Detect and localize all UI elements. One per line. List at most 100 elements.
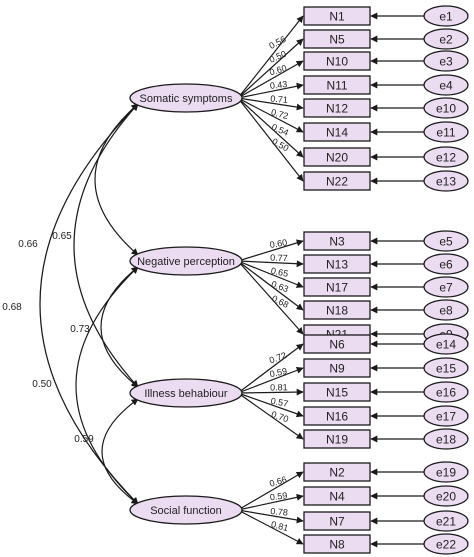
error-label: e6 [439, 258, 453, 272]
error-label: e1 [439, 10, 453, 24]
item-box [303, 429, 371, 449]
loading-path [237, 97, 304, 133]
correlations-layer: 0.650.660.680.730.500.59 [2, 103, 139, 505]
loading-path [237, 60, 304, 99]
error-label: e20 [436, 490, 456, 504]
error-label: e13 [436, 175, 456, 189]
item-label: N12 [326, 102, 348, 116]
error-ellipse [423, 230, 469, 252]
error-ellipse [423, 533, 469, 555]
loading-path [237, 260, 304, 311]
item-box [303, 122, 371, 142]
error-label: e18 [436, 433, 456, 447]
error-ellipse [423, 50, 469, 72]
item-label: N13 [326, 258, 348, 272]
loading-path [237, 366, 304, 394]
item-box [303, 171, 371, 191]
loading-path [237, 97, 304, 182]
item-box [303, 277, 371, 297]
latent-label: Illness behabiour [144, 388, 228, 400]
error-label: e8 [439, 304, 453, 318]
correlation-value: 0.59 [74, 434, 94, 445]
loading-path [237, 82, 304, 99]
error-ellipse [423, 5, 469, 27]
error-ellipse [423, 381, 469, 403]
item-box [303, 254, 371, 274]
error-ellipse [423, 357, 469, 379]
item-box [303, 462, 371, 482]
error-label: e2 [439, 33, 453, 47]
item-box [303, 75, 371, 95]
loading-value: 0.59 [269, 490, 288, 502]
item-label: N6 [329, 338, 345, 352]
loading-path [237, 392, 304, 418]
latent-factor [129, 83, 243, 113]
item-label: N20 [326, 151, 348, 165]
error-label: e21 [436, 515, 456, 529]
item-box [303, 358, 371, 378]
loading-path [237, 343, 304, 394]
loading-value: 0.72 [270, 107, 290, 121]
loading-value: 0.43 [269, 79, 287, 91]
item-label: N18 [326, 304, 348, 318]
correlation-value: 0.65 [52, 231, 72, 242]
item-label: N9 [329, 362, 345, 376]
loading-value: 0.77 [270, 253, 288, 263]
loading-value: 0.50 [270, 136, 290, 153]
loading-value: 0.81 [270, 519, 290, 533]
error-ellipse [423, 299, 469, 321]
item-box [303, 406, 371, 426]
error-ellipse [423, 485, 469, 507]
correlation-arc [100, 266, 139, 388]
item-box [303, 334, 371, 354]
loading-path [237, 15, 304, 99]
item-label: N5 [329, 33, 345, 47]
error-ellipse [423, 428, 469, 450]
item-box [303, 147, 371, 167]
loading-value: 0.71 [270, 94, 288, 105]
loading-value: 0.60 [268, 63, 288, 77]
latent-factor [129, 246, 243, 276]
loading-value: 0.65 [270, 266, 289, 279]
correlation-value: 0.66 [18, 239, 38, 250]
error-label: e22 [436, 538, 456, 552]
error-label: e19 [436, 466, 456, 480]
item-box [303, 534, 371, 554]
item-label: N19 [326, 433, 348, 447]
item-label: N2 [329, 466, 345, 480]
loading-path [237, 471, 304, 511]
latent-factor [129, 378, 243, 408]
correlation-value: 0.50 [32, 379, 52, 390]
item-box [303, 300, 371, 320]
latent-label: Social function [150, 505, 222, 517]
error-label: e15 [436, 362, 456, 376]
item-label: N4 [329, 490, 345, 504]
error-ellipse [423, 253, 469, 275]
error-label: e4 [439, 79, 453, 93]
error-label: e10 [436, 102, 456, 116]
item-box [303, 486, 371, 506]
loading-path [237, 260, 304, 288]
loading-value: 0.81 [270, 382, 288, 392]
error-ellipse [423, 170, 469, 192]
loading-path [237, 388, 304, 396]
loading-value: 0.78 [270, 506, 288, 518]
loading-path [237, 260, 304, 335]
error-label: e5 [439, 235, 453, 249]
correlation-arc [101, 398, 139, 505]
error-ellipse [423, 74, 469, 96]
item-box [303, 382, 371, 402]
loading-path [237, 509, 304, 545]
item-box [303, 29, 371, 49]
correlation-arc [94, 103, 139, 256]
error-label: e16 [436, 386, 456, 400]
loading-value: 0.59 [269, 366, 288, 379]
error-label: e11 [436, 126, 455, 140]
loading-path [237, 239, 304, 262]
loading-value: 0.60 [269, 237, 288, 250]
error-ellipse [423, 333, 469, 355]
correlation-arc [39, 103, 139, 505]
loading-path [237, 97, 304, 111]
